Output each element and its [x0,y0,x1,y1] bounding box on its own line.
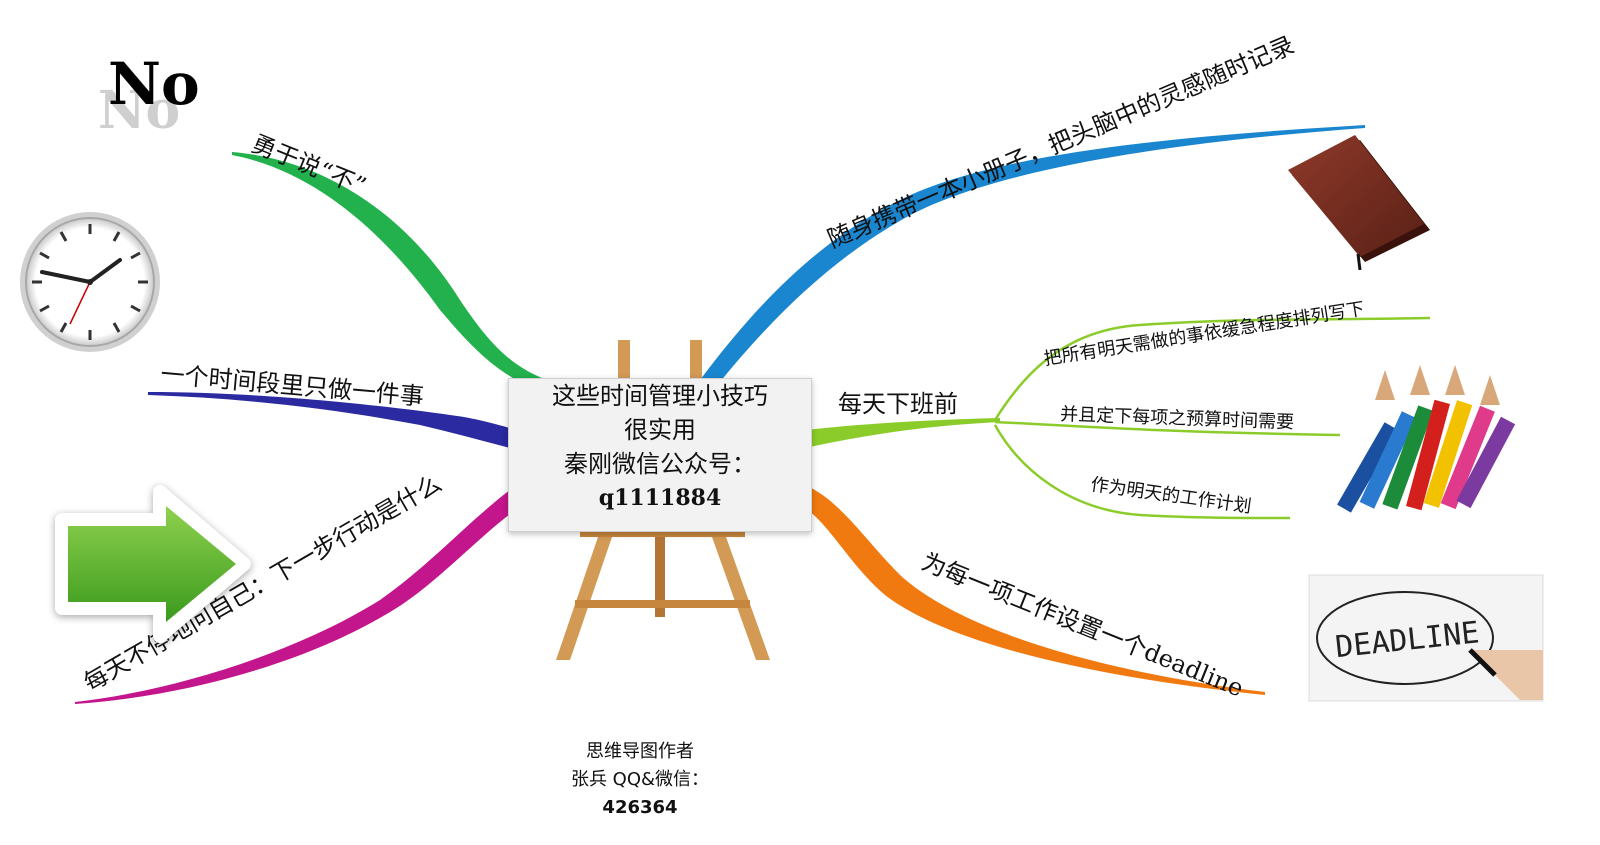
sub-branch-budget [994,420,1341,437]
pencils-icon [1337,365,1516,513]
label-sub-budget: 并且定下每项之预算时间需要 [1060,404,1295,433]
author-credit: 思维导图作者 张兵 QQ&微信： 426364 [560,738,720,822]
deadline-image: DEADLINE [1308,574,1544,702]
branch-say-no [232,152,560,395]
clock-icon [20,212,160,352]
center-line-2: 很实用 [624,416,696,444]
label-say-no: 勇于说“不” [248,130,370,201]
branch-deadline [805,485,1265,695]
branch-one-thing [148,392,510,448]
svg-text:No: No [98,80,180,141]
arrow-right-icon [55,485,251,643]
branch-notebook [700,125,1365,388]
center-line-4: q1111884 [598,485,722,511]
sub-branch-list [993,316,1431,421]
author-line-2: 张兵 QQ&微信： [570,769,710,790]
no-logo-icon: No No [98,50,200,141]
svg-text:No: No [108,50,200,118]
center-line-3: 秦刚微信公众号： [564,450,756,478]
center-topic-board: 这些时间管理小技巧 很实用 秦刚微信公众号： q1111884 [508,378,812,532]
author-line-1: 思维导图作者 [586,741,694,762]
label-before-work-end: 每天下班前 [838,390,958,418]
sub-branch-plan [993,424,1291,520]
branch-before-work-end [805,418,1000,448]
center-line-1: 这些时间管理小技巧 [552,382,768,410]
notebook-icon [1288,135,1430,271]
label-notebook: 随身携带一本小册子，把头脑中的灵感随时记录 [823,31,1298,254]
author-line-3: 426364 [602,797,678,818]
